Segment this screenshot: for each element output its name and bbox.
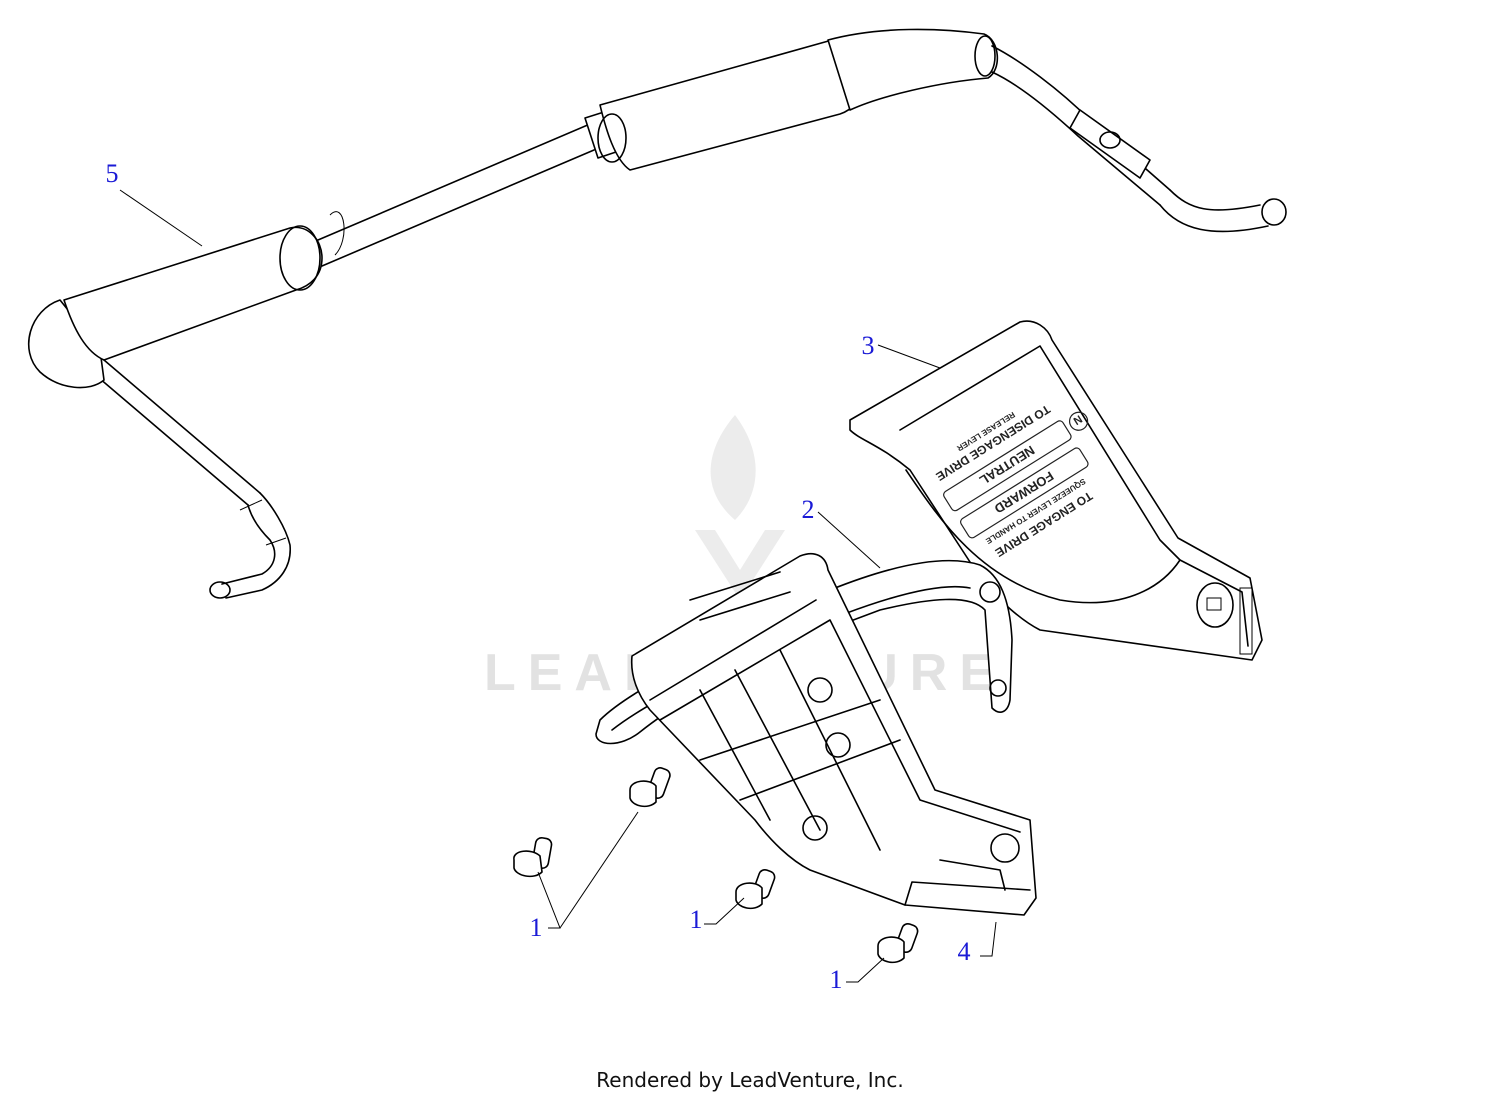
part-1-screw-d[interactable] bbox=[877, 922, 919, 964]
callout-1-middle[interactable]: 1 bbox=[690, 905, 703, 934]
footer-credit: Rendered by LeadVenture, Inc. bbox=[596, 1068, 904, 1092]
callout-1-left[interactable]: 1 bbox=[530, 913, 543, 942]
callout-3[interactable]: 3 bbox=[862, 331, 875, 360]
part-5-handle-bail[interactable] bbox=[27, 28, 1287, 599]
part-1-screw-c[interactable] bbox=[735, 868, 776, 910]
flame-watermark-icon bbox=[710, 415, 756, 520]
part-1-screw-a[interactable] bbox=[513, 836, 553, 878]
part-4-lever-mount[interactable] bbox=[630, 552, 1037, 916]
v-watermark-icon bbox=[695, 530, 785, 600]
callout-5[interactable]: 5 bbox=[106, 159, 119, 188]
callout-1-right[interactable]: 1 bbox=[830, 965, 843, 994]
callout-2[interactable]: 2 bbox=[802, 495, 815, 524]
part-1-screw-b[interactable] bbox=[629, 766, 672, 808]
leader-lines bbox=[119, 189, 997, 983]
part-3-decal-cover[interactable]: TO ENGAGE DRIVE SQUEEZE LEVER TO HANDLE … bbox=[849, 320, 1263, 661]
callout-4[interactable]: 4 bbox=[958, 937, 971, 966]
